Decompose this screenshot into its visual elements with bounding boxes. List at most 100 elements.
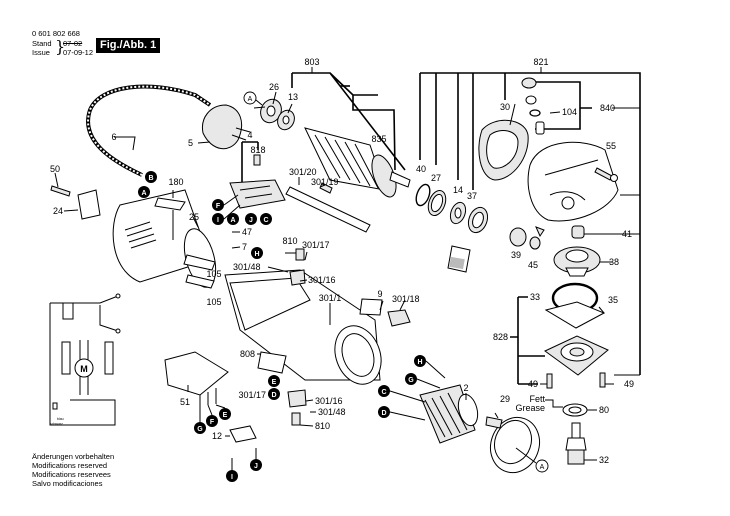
svg-text:G: G — [197, 426, 203, 433]
issue-value: 07-09-12 — [63, 48, 94, 57]
svg-text:E: E — [272, 379, 277, 386]
label-2: 2 — [463, 383, 468, 393]
screw-55 — [594, 167, 618, 182]
guard-plate-29 — [485, 416, 541, 474]
label-26: 26 — [269, 82, 279, 92]
label-828: 828 — [493, 332, 508, 342]
marker-c-switch: C — [260, 213, 272, 225]
label-29: 29 — [500, 394, 510, 404]
svg-text:J: J — [254, 463, 258, 470]
issue-label: Issue — [32, 48, 50, 57]
modifications-notice: Änderungen vorbehalten Modifications res… — [32, 452, 114, 488]
spindle-32 — [565, 422, 587, 465]
label-55: 55 — [606, 141, 616, 151]
marker-i-suppressor: I — [226, 470, 238, 482]
bracket-840 — [535, 81, 592, 130]
label-180: 180 — [168, 177, 183, 187]
label-grease-en: Grease — [515, 403, 545, 413]
svg-text:C: C — [263, 217, 268, 224]
svg-text:D: D — [381, 410, 386, 417]
label-105-upper: 105 — [206, 269, 221, 279]
notice-line-fr: Modifications reservees — [32, 470, 111, 479]
label-808: 808 — [240, 349, 255, 359]
label-27: 27 — [431, 173, 441, 183]
marker-g-field: G — [405, 373, 417, 385]
label-301-48-upper: 301/48 — [233, 262, 261, 272]
washer-80 — [562, 403, 588, 417]
label-32: 32 — [599, 455, 609, 465]
svg-text:E: E — [223, 412, 228, 419]
spindle-lock-parts — [521, 77, 545, 135]
label-301-20: 301/20 — [289, 167, 317, 177]
svg-text:F: F — [210, 419, 215, 426]
bearing-13 — [277, 109, 295, 131]
notice-line-en: Modifications reserved — [32, 461, 108, 470]
brush-holder-upper — [289, 269, 306, 286]
marker-c-field: C — [378, 385, 390, 397]
marker-d-field: D — [378, 406, 390, 418]
svg-text:H: H — [254, 251, 259, 258]
label-840: 840 — [600, 103, 615, 113]
handle-housing-301-1 — [224, 269, 382, 385]
guard-30 — [478, 119, 529, 181]
marker-a-switch: A — [227, 213, 239, 225]
marker-a-cord: A — [138, 186, 150, 198]
bracket-828 — [510, 296, 545, 385]
svg-text:I: I — [217, 217, 219, 224]
marker-e-electronics: E — [219, 408, 231, 420]
svg-text:A: A — [248, 96, 253, 103]
switch-4 — [229, 154, 286, 209]
label-33: 33 — [530, 292, 540, 302]
part-labels: 803 821 26 13 835 30 104 840 6 5 4 818 4… — [50, 57, 634, 465]
label-301-17-lower: 301/17 — [238, 390, 266, 400]
marker-a-outline-top: A — [243, 91, 257, 105]
svg-text:A: A — [230, 217, 235, 224]
bracket-821 — [419, 72, 641, 376]
label-45: 45 — [528, 260, 538, 270]
pinion-39 — [509, 226, 545, 250]
crown-gear-38 — [553, 246, 601, 277]
stand-label: Stand — [32, 39, 52, 48]
bearing-flange-828 — [544, 335, 609, 376]
label-818: 818 — [250, 145, 265, 155]
label-12: 12 — [212, 431, 222, 441]
carbon-brush-810-lower — [291, 412, 301, 426]
label-14: 14 — [453, 185, 463, 195]
svg-text:B: B — [148, 175, 153, 182]
label-821: 821 — [533, 57, 548, 67]
svg-text:D: D — [271, 392, 276, 399]
svg-text:I: I — [231, 474, 233, 481]
labels-180-105 — [154, 197, 216, 289]
power-cord — [86, 84, 251, 177]
motor-symbol — [74, 358, 94, 378]
label-41: 41 — [622, 229, 632, 239]
screws-49 — [546, 372, 606, 389]
label-803: 803 — [304, 57, 319, 67]
brush-holder-lower — [287, 389, 307, 408]
marker-h-field: H — [414, 355, 426, 367]
leader-lines — [54, 67, 620, 461]
bracket-803 — [291, 72, 406, 171]
filter-block — [447, 245, 471, 273]
label-37: 37 — [467, 191, 477, 201]
label-301-48-lower: 301/48 — [318, 407, 346, 417]
rings — [415, 183, 489, 234]
label-6: 6 — [111, 132, 116, 142]
label-38: 38 — [609, 257, 619, 267]
label-80: 80 — [599, 405, 609, 415]
carbon-brush-810 — [295, 248, 305, 261]
label-810-upper: 810 — [282, 236, 297, 246]
gear-housing — [527, 141, 619, 222]
svg-text:J: J — [249, 217, 253, 224]
label-5: 5 — [188, 138, 193, 148]
label-13: 13 — [288, 92, 298, 102]
stand-value: 07-02 — [63, 39, 83, 48]
o-ring-33 — [544, 282, 606, 329]
label-9: 9 — [377, 289, 382, 299]
armature-835 — [304, 127, 411, 198]
label-30: 30 — [500, 102, 510, 112]
label-301-17-upper: 301/17 — [302, 240, 330, 250]
svg-text:G: G — [408, 377, 414, 384]
motor-label: M — [80, 364, 88, 374]
label-301-18: 301/18 — [392, 294, 420, 304]
